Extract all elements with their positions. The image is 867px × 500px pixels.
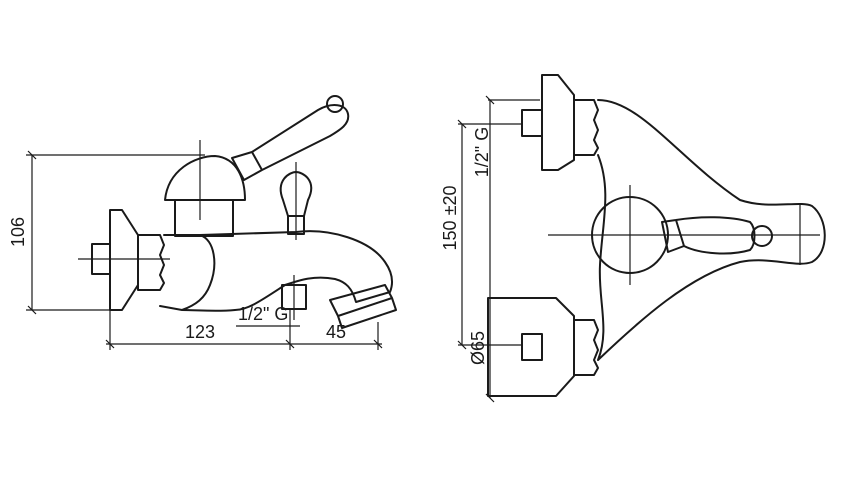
front-bottom-inlet [521, 333, 543, 361]
diameter-dimension-label: Ø65 [468, 331, 488, 365]
front-view [487, 74, 826, 397]
height-dimension-label: 106 [8, 217, 28, 247]
front-dimensions [457, 95, 540, 403]
side-diverter-knob [279, 171, 313, 217]
spout-dimension-label: 45 [326, 322, 346, 342]
side-dimensions [26, 150, 383, 350]
side-valve-dome [164, 155, 246, 201]
side-lever-knob [326, 95, 344, 113]
side-connection-label: 1/2" G [238, 304, 288, 324]
length-dimension-label: 123 [185, 322, 215, 342]
side-hex-nut [137, 234, 165, 291]
front-lever-knob [751, 225, 773, 247]
side-valve-stem [174, 199, 234, 237]
front-bottom-nut [573, 319, 599, 376]
front-top-inlet [521, 109, 543, 137]
front-top-nut [573, 99, 599, 156]
side-lever-handle [231, 104, 350, 181]
front-mixer-body [597, 99, 826, 361]
front-bottom-flange [487, 297, 575, 397]
centers-dimension-label: 150 ±20 [440, 186, 460, 251]
front-connection-label: 1/2" G [472, 127, 492, 177]
front-lever-handle [661, 216, 756, 255]
side-view [78, 95, 397, 329]
front-top-flange [541, 74, 575, 171]
side-wall-flange [109, 209, 139, 311]
side-spout-outlet [329, 284, 397, 329]
side-mixer-body [159, 230, 394, 312]
